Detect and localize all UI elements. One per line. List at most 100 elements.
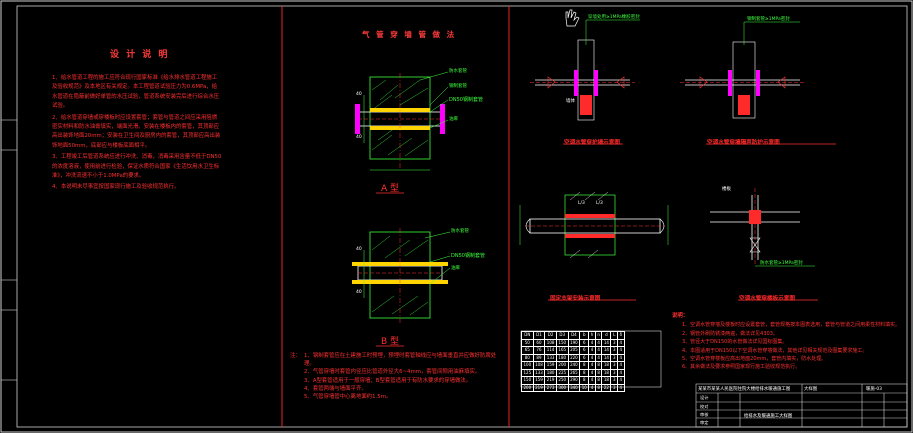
dim-b-2: 40 [356,290,362,295]
spec-cell: 133 [544,353,557,362]
spec-cell: 50 [521,338,534,347]
diagram-wall-acoustic [680,21,836,145]
spec-cell: 4 [617,383,625,392]
diagram-fixed-support [519,191,669,301]
title-block-drawing-name: 给排水及暖通施工大样图 [744,414,793,419]
right-notes: 说明： 1、空调水管穿墙及楼板时应设置套管，套管规格按本图表选用，套管与管道之间… [672,312,904,372]
spec-cell: 60 [532,338,546,347]
dim-a-1: 40 [356,92,362,97]
design-note-1: 1、给水管道工程的施工应符合现行国家标准《给水排水管道工程施工及验收规范》及本地… [52,75,220,110]
design-note-4: 4、本说明未尽事宜按国家现行施工及验收规范执行。 [52,184,180,191]
spec-cell: 150 [555,338,569,347]
spec-cell: 14 [601,346,612,355]
spec-cell: 200 [521,383,534,392]
diag3-title: 固定支架安装示意图 [550,296,601,302]
spec-cell: 180 [555,353,569,362]
spec-cell: 250 [555,376,569,385]
spec-cell: 108 [532,361,546,370]
spec-cell: 4 [617,353,625,362]
spec-cell: 180 [544,368,557,377]
diagram-wall-penetration [530,9,640,145]
callout-a-3: DN50钢制套管 [449,97,483,103]
diagram-floor-penetration [710,188,818,301]
callout-top-2: 钢制套管≥1MPa密封 [747,17,790,22]
spec-cell: 4 [617,361,625,370]
spec-cell: 219 [544,376,557,385]
spec-cell: 8 [579,361,590,370]
spec-header-cell: δ [617,331,625,340]
right-note-5: 5、空调水管穿楼板应高出地面20mm，套管内填实，防水处理。 [682,356,827,363]
spec-cell: 265 [567,368,581,377]
title-block-col-4: 审定 [700,420,709,425]
spec-cell: 18 [601,361,612,370]
right-note-4: 4、本图适用于DN150以下空调水管穿墙做法，其他详见相关规范及图集要求施工。 [682,347,868,354]
spec-cell: 220 [567,353,581,362]
inner-frame [16,5,908,428]
diag4-title: 空调水管穿楼板示意图 [739,296,795,302]
diag1-title: 空调水管穿护墙示意图 [564,140,620,146]
title-block-col-2: 校对 [700,404,709,409]
spec-cell: 125 [521,368,534,377]
title-block-col-1: 设计 [700,395,709,400]
spec-cell: 340 [567,383,581,392]
spec-cell: 22 [601,383,612,392]
spec-cell: 205 [567,346,581,355]
dim-l-2: L/3 [596,201,603,206]
callout-b-1: 防水套管 [451,229,469,234]
title-block-frame [695,383,908,428]
callout-bottom: 防水套管≥1MPa密封 [760,261,803,266]
spec-cell: 150 [521,376,534,385]
spec-cell: 4 [617,338,625,347]
spec-cell: 14 [601,353,612,362]
dim-l-1: L/3 [578,201,585,206]
dim-b-1: 40 [356,247,362,252]
title-block-code: 暖施-03 [866,387,882,392]
spec-header-cell: D3 [555,331,569,340]
spec-cell: 159 [532,376,546,385]
spec-cell: 225 [555,368,569,377]
design-notes: 1、给水管道工程的施工应符合现行国家标准《给水排水管道工程施工及验收规范》及本地… [52,74,222,193]
spec-cell: 165 [555,346,569,355]
diag2-title: 空调水管穿墙隔声防护示意图 [707,140,780,146]
callout-a-1: 防水套管 [449,69,467,74]
dim-a-2: 40 [356,135,362,140]
spec-cell: 4 [617,368,625,377]
spec-cell: 4 [617,376,625,385]
title-block-col-3: 审核 [700,412,709,417]
design-note-3: 3、工程竣工后管道系统应进行冲洗、消毒，消毒采用含量不低于DN50的浓度溶液，使… [52,154,222,180]
spec-cell: 76 [532,346,546,355]
right-note-2: 2、钢管外刷防锈漆两遍，做法详见4303。 [682,330,778,337]
middle-note-4: 4、套管两端与墙面平齐。 [304,385,367,392]
title-block-drawing: 大样图 [804,387,818,392]
spec-header-cell: DN [521,331,534,340]
spec-header-cell: d [601,331,612,340]
design-notes-title: 设 计 说 明 [110,50,170,60]
spec-cell: 108 [544,338,557,347]
middle-note-2: 2、气管穿墙时套管内径应比管道外径大6~4mm，套管间隙用油麻填实。 [304,369,481,376]
spec-cell: 8 [579,376,590,385]
spec-cell: 8 [579,368,590,377]
callout-b-3: 油麻 [451,266,460,271]
spec-header-cell: D2 [544,331,557,340]
spec-cell: 114 [544,346,557,355]
right-notes-heading: 说明： [672,313,689,319]
spec-cell: 80 [521,353,534,362]
spec-cell: 133 [532,368,546,377]
title-block-project: 某某市某某人民医院住院大楼给排水暖通施工图 [698,387,791,392]
spec-cell: 18 [601,368,612,377]
spec-cell: 4 [617,346,625,355]
spec-cell: 14 [601,338,612,347]
spec-cell: 89 [532,353,546,362]
spec-cell: 290 [567,376,581,385]
design-note-2: 2、给水管道穿墙或穿楼板时应设置套管；套管与管道之间应采用阻燃密实材料和防水油膏… [52,114,221,149]
right-note-1: 1、空调水管穿墙及楼板时应设置套管，套管规格按本图表选用，套管与管道之间用柔性材… [682,322,901,329]
spec-cell: 6 [579,338,590,347]
